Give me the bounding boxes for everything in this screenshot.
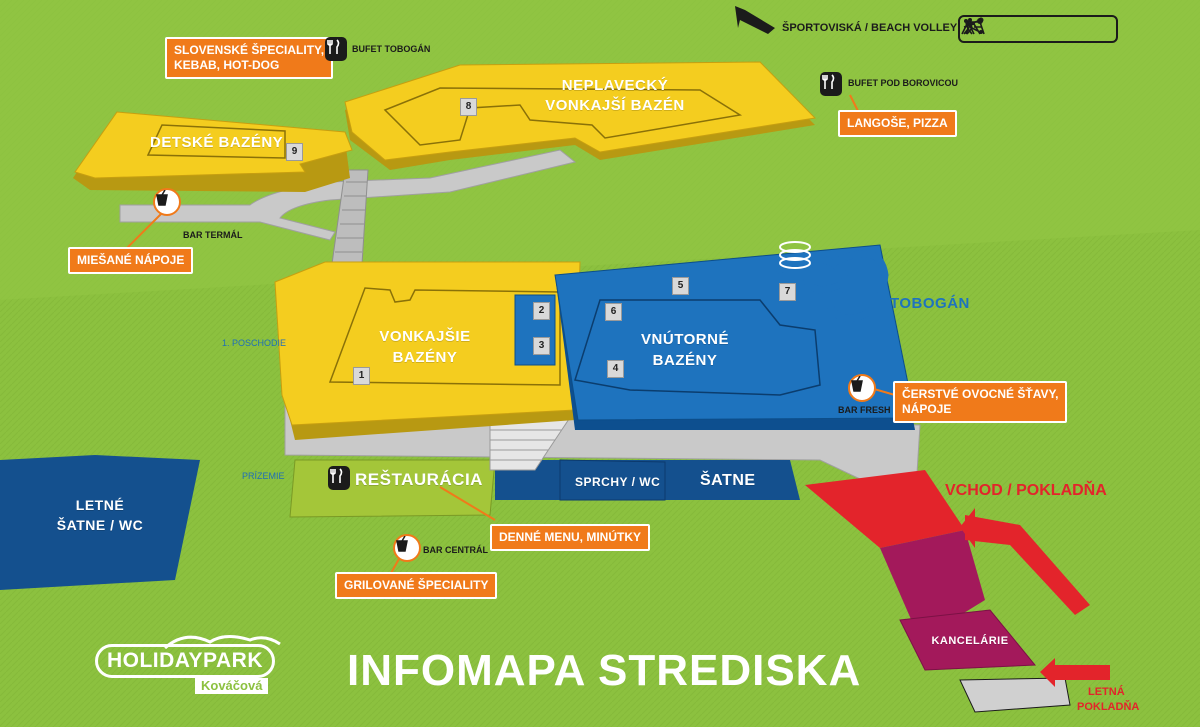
children-pools-outline: [146, 124, 286, 159]
bar-central-label: BAR CENTRÁL: [423, 545, 488, 555]
non-swimmer-label-2: VONKAJŠÍ BAZÉN: [545, 97, 685, 114]
holidaypark-logo: HOLIDAYPARK Kováčová: [95, 630, 285, 700]
langose-callout: LANGOŠE, PIZZA: [838, 110, 957, 137]
bar-fresh-label: BAR FRESH: [838, 405, 891, 415]
ticket-arrow: [1050, 665, 1110, 680]
page-title: INFOMAPA STREDISKA: [347, 646, 862, 695]
non-swimmer-pool: [344, 61, 817, 161]
bufet-pine-label: BUFET POD BOROVICOU: [848, 78, 959, 88]
summer-changing-label-2: ŠATNE / WC: [56, 517, 144, 533]
fresh-callout-line1: ČERSTVÉ OVOCNÉ ŠŤAVY,: [902, 387, 1059, 401]
restaurant-label: REŠTAURÁCIA: [355, 470, 483, 489]
daily-menu-callout: DENNÉ MENU, MINÚTKY: [490, 524, 651, 551]
fork-knife-icon: [820, 72, 842, 96]
slovak-callout-line1: SLOVENSKÉ ŠPECIALITY,: [174, 43, 325, 57]
sports-direction-arrow: [735, 6, 775, 34]
fresh-callout-line2: NÁPOJE: [902, 402, 952, 416]
offices-upper: [880, 530, 985, 640]
sports-icons-box: [958, 15, 1118, 43]
logo-sub-text: Kováčová: [195, 678, 269, 694]
bufet-toboggan-label: BUFET TOBOGÁN: [352, 44, 431, 54]
summer-changing-label-1: LETNÉ: [75, 497, 125, 513]
bar-thermal-label: BAR TERMÁL: [183, 230, 243, 240]
marker-3: 3: [533, 337, 550, 355]
marker-9: 9: [286, 143, 303, 161]
non-swimmer-label-1: NEPLAVECKÝ: [561, 77, 669, 94]
entrance-area: [805, 470, 965, 548]
marker-5: 5: [672, 277, 689, 295]
children-pools: [74, 111, 353, 179]
entrance-label: VCHOD / POKLADŇA: [945, 482, 1107, 499]
offices-block: [899, 609, 1037, 671]
outdoor-pools-label-1: VONKAJŠIE: [379, 328, 471, 345]
drink-cup-icon: [393, 534, 421, 562]
toboggan-slide: [776, 250, 889, 322]
indoor-pools-label-1: VNÚTORNÉ: [641, 331, 729, 348]
children-pools-label: DETSKÉ BAZÉNY: [150, 134, 284, 151]
drink-cup-icon: [848, 374, 876, 402]
summer-ticket-label-2: POKLADŇA: [1077, 701, 1140, 713]
summer-ticket-booth: [959, 677, 1071, 713]
mixed-drinks-callout: MIEŠANÉ NÁPOJE: [68, 247, 194, 274]
marker-4: 4: [607, 360, 624, 378]
slovak-callout-line2: KEBAB, HOT-DOG: [174, 58, 280, 72]
logo-main-text: HOLIDAYPARK: [95, 644, 275, 678]
splash-icon: [163, 635, 281, 650]
drink-cup-icon: [153, 188, 181, 216]
non-swimmer-outline: [383, 87, 743, 146]
summer-ticket-label-1: LETNÁ: [1088, 686, 1125, 698]
indoor-pools-label-2: BAZÉNY: [652, 352, 718, 369]
grill-callout: GRILOVANÉ ŠPECIALITY: [335, 572, 498, 599]
slovak-specialties-callout: SLOVENSKÉ ŠPECIALITY, KEBAB, HOT-DOG: [165, 37, 334, 79]
playground-icon: [961, 20, 985, 35]
outdoor-pools-outline: [328, 287, 561, 386]
marker-1: 1: [353, 367, 370, 385]
summer-changing-block: [0, 455, 200, 590]
offices-label: KANCELÁRIE: [931, 635, 1009, 647]
changing-rooms-label: ŠATNE: [700, 472, 756, 489]
indoor-pools-outline: [574, 299, 821, 396]
shower-block: [559, 459, 666, 501]
floor-upper-label: 1. POSCHODIE: [222, 338, 287, 348]
outdoor-pools-label-2: BAZÉNY: [392, 349, 458, 366]
toboggan-label: TOBOGÁN: [890, 295, 970, 312]
marker-8: 8: [460, 98, 477, 116]
showers-label: SPRCHY / WC: [575, 475, 661, 489]
sports-direction-label: ŠPORTOVISKÁ / BEACH VOLLEY: [782, 22, 958, 34]
fork-knife-icon: [325, 37, 347, 61]
marker-7: 7: [779, 283, 796, 301]
marker-6: 6: [605, 303, 622, 321]
fork-knife-icon: [328, 466, 350, 490]
entrance-arrow: [965, 515, 1090, 615]
fresh-juices-callout: ČERSTVÉ OVOCNÉ ŠŤAVY, NÁPOJE: [893, 381, 1068, 423]
floor-ground-label: PRÍZEMIE: [242, 471, 285, 481]
marker-2: 2: [533, 302, 550, 320]
